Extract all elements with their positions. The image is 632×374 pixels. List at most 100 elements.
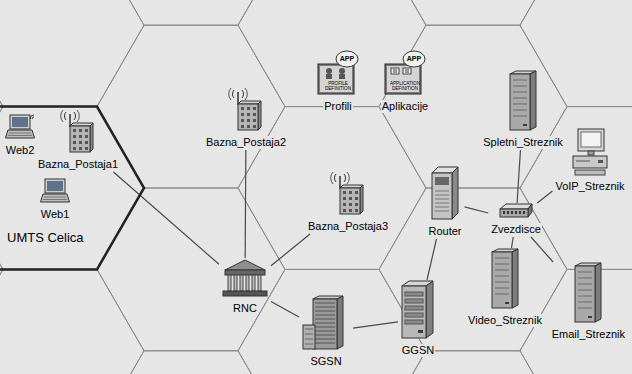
icon-part (495, 282, 509, 283)
icon-part (495, 258, 509, 259)
icon-part (343, 203, 346, 206)
icon-part (337, 296, 343, 349)
network-device: Router (425, 165, 464, 239)
icon-part (452, 167, 458, 219)
device-label: Zvezdisce (490, 223, 542, 236)
network-link (531, 237, 553, 262)
icon-part (435, 207, 449, 208)
hex-cell-border (97, 0, 285, 25)
icon-part (10, 115, 30, 129)
icon-part (240, 275, 243, 291)
icon-part (503, 211, 505, 214)
hex-cell-border (520, 107, 632, 270)
icon-part (326, 68, 332, 74)
hex-cell-border (379, 0, 567, 25)
device-label: SGSN (309, 355, 342, 368)
icon-part (578, 308, 592, 309)
icon-part (523, 211, 525, 214)
device-label: Spletni_Streznik (482, 136, 564, 149)
icon-part (315, 339, 335, 340)
device-label: RNC (232, 302, 258, 315)
hex-cell-border (0, 351, 3, 374)
icon-part (79, 129, 82, 132)
icon-part (513, 104, 527, 105)
icon-part (44, 197, 66, 198)
device-label: Web1 (40, 208, 71, 221)
icon-part (246, 275, 249, 291)
icon-part (575, 266, 595, 322)
icon-part (315, 343, 335, 344)
hex-cell-border (520, 0, 632, 107)
icon-part (339, 68, 345, 74)
icon-part (588, 151, 594, 155)
hex-cell-border (0, 0, 144, 107)
icon-caption: APPLICATION DEFINITION (389, 81, 421, 92)
hex-cell-border (238, 0, 426, 107)
device-label: Profili (323, 100, 353, 113)
icon-part (253, 113, 256, 116)
icon-part (500, 209, 528, 217)
bts-icon (230, 88, 262, 132)
icon-part (305, 334, 313, 335)
cell-boundary (0, 107, 144, 270)
icon-part (495, 264, 509, 265)
icon-part (500, 204, 532, 209)
icon-part (225, 270, 265, 275)
icon-part (5, 130, 34, 138)
icon-part (578, 272, 592, 273)
icon-part (349, 203, 352, 206)
icon-part (340, 188, 360, 214)
icon-part (40, 194, 69, 202)
icon-part (77, 110, 79, 122)
icon-part (305, 339, 313, 340)
pc-icon (570, 128, 610, 176)
network-device: Email_Streznik (549, 262, 628, 342)
laptopw-icon (5, 114, 35, 140)
ggsn-icon (400, 280, 436, 340)
icon-part (61, 110, 63, 122)
icon-part (45, 179, 65, 193)
icon-part (513, 116, 527, 117)
icon-part (573, 156, 607, 168)
icon-part (405, 313, 423, 317)
icon-part (303, 325, 315, 349)
icon-part (331, 172, 333, 184)
device-label: Bazna_Postaja3 (307, 220, 389, 233)
hex-cell-border (97, 351, 285, 374)
icon-part (315, 307, 335, 308)
icon-part (252, 275, 255, 291)
icon-part (513, 92, 527, 93)
network-device: Bazna_Postaja1 (35, 110, 121, 172)
icon-part (339, 74, 345, 79)
icon-part (241, 119, 244, 122)
icon-part (519, 211, 521, 214)
icon-part (393, 72, 397, 73)
icon-part (315, 311, 335, 312)
icon-part (513, 80, 527, 81)
icon-part (336, 51, 358, 67)
icon-part (79, 147, 82, 150)
icon-part (253, 119, 256, 122)
hex-cell-border (379, 25, 567, 188)
icon-part (223, 291, 267, 296)
icon-part (426, 281, 433, 338)
icon-part (405, 299, 423, 303)
network-device: Bazna_Postaja3 (305, 172, 391, 234)
icon-part (347, 172, 349, 184)
icon-part (355, 191, 358, 194)
network-link (517, 150, 520, 203)
icon-part (79, 135, 82, 138)
icon-part (85, 147, 88, 150)
icon-part (578, 290, 592, 291)
icon-part (228, 275, 231, 291)
icon-part (578, 129, 604, 151)
icon-part (495, 288, 509, 289)
hex-cell-border (0, 269, 144, 374)
icon-part (432, 173, 452, 219)
icon-part (253, 125, 256, 128)
icon-part (334, 174, 336, 182)
network-link (537, 191, 552, 203)
hex-cell-border (0, 0, 3, 25)
network-link (113, 172, 219, 264)
